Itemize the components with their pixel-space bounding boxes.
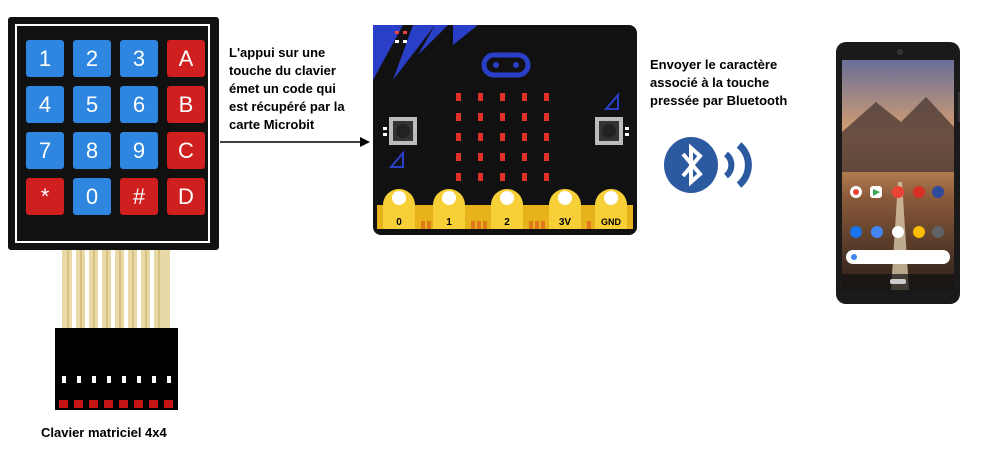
keypad-key: 1: [26, 40, 64, 77]
keypad-key: 2: [73, 40, 111, 77]
pin-label: 0: [396, 217, 402, 228]
keypad-key: B: [167, 86, 205, 123]
keypad-caption: Clavier matriciel 4x4: [41, 425, 167, 440]
note-bluetooth-line: Envoyer le caractère: [650, 57, 778, 72]
pin-label: 1: [446, 217, 452, 228]
ribbon-cable: [62, 250, 170, 330]
keypad-key: 7: [26, 132, 64, 169]
note-keypress-line: L'appui sur une: [229, 45, 326, 60]
arrow-to-microbit: [220, 137, 370, 147]
pin-label: 2: [504, 217, 510, 228]
keypad-key: #: [120, 178, 158, 215]
note-keypress-line: touche du clavier: [229, 63, 336, 78]
smartphone: [836, 42, 960, 304]
note-keypress: L'appui sur une touche du clavier émet u…: [229, 44, 379, 134]
keypad-key: 6: [120, 86, 158, 123]
note-bluetooth-line: associé à la touche: [650, 75, 770, 90]
keypad-key: *: [26, 178, 64, 215]
keypad-key: 9: [120, 132, 158, 169]
keypad-key: 5: [73, 86, 111, 123]
keypad-key: D: [167, 178, 205, 215]
keypad-key: 0: [73, 178, 111, 215]
note-bluetooth-line: pressée par Bluetooth: [650, 93, 788, 108]
bluetooth-icon: [664, 137, 752, 193]
keypad-key: 3: [120, 40, 158, 77]
microbit-board: 0 1 2 3V GND: [373, 25, 637, 235]
keypad-key: 4: [26, 86, 64, 123]
keypad-key: C: [167, 132, 205, 169]
note-keypress-line: est récupéré par la: [229, 99, 345, 114]
pin-label: 3V: [559, 217, 572, 228]
pin-label: GND: [601, 217, 622, 227]
keypad-key: 8: [73, 132, 111, 169]
signal-waves-icon: [723, 142, 752, 188]
keypad-connector: [55, 328, 178, 410]
note-bluetooth: Envoyer le caractère associé à la touche…: [650, 56, 825, 110]
keypad-key: A: [167, 40, 205, 77]
note-keypress-line: émet un code qui: [229, 81, 336, 96]
note-keypress-line: carte Microbit: [229, 117, 315, 132]
